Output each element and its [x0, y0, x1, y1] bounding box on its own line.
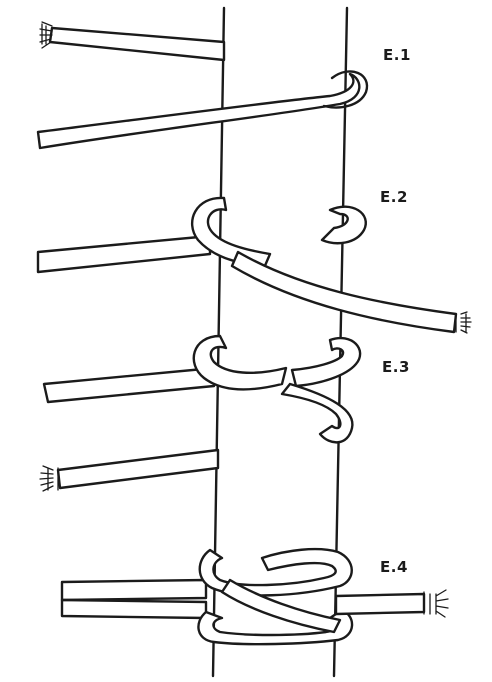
frayed-rope-end-icon [39, 21, 53, 49]
frayed-rope-end-icon [423, 589, 449, 618]
step-label-e2: E.2 [380, 188, 408, 206]
frayed-rope-end-icon [39, 465, 59, 492]
rope-step-4 [60, 547, 449, 646]
step-label-e1: E.1 [383, 46, 411, 64]
rope-step-3 [39, 334, 362, 492]
frayed-rope-end-icon [455, 311, 472, 334]
rope-step-2 [36, 196, 472, 334]
step-label-e3: E.3 [382, 358, 410, 376]
step-label-e4: E.4 [380, 558, 408, 576]
rope-step-1 [36, 21, 369, 150]
